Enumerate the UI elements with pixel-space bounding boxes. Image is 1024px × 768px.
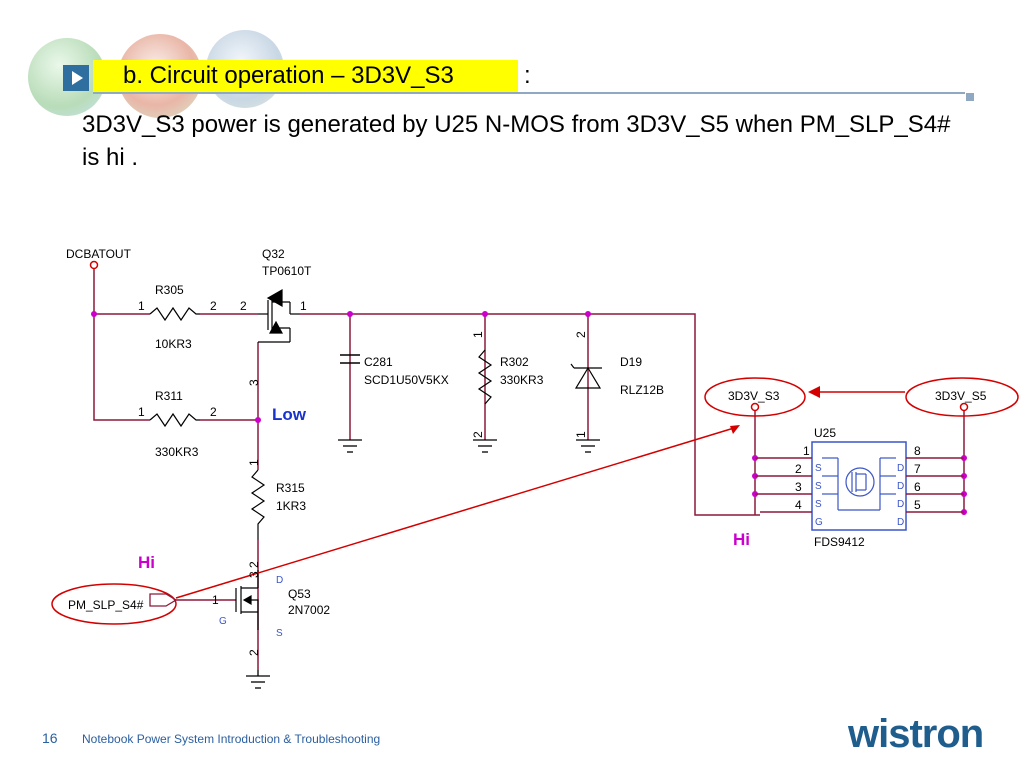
pm-slp-port <box>149 593 178 607</box>
label-r302-val: 330KR3 <box>500 373 544 387</box>
pin-u25-5: 5 <box>914 498 921 512</box>
label-q32-ref: Q32 <box>262 247 285 261</box>
pin-r305-2: 2 <box>210 299 217 313</box>
title-rule-square <box>966 93 974 101</box>
label-r305-ref: R305 <box>155 283 184 297</box>
label-q53-s: S <box>276 628 283 639</box>
u25-pin-letter-l-2: S <box>815 463 822 474</box>
u25-pin-letter-l-4: S <box>815 499 822 510</box>
play-icon <box>63 65 89 91</box>
resistor-r311 <box>149 412 200 428</box>
label-r315-val: 1KR3 <box>276 499 306 513</box>
net-ports <box>89 260 969 412</box>
label-c281-val: SCD1U50V5KX <box>364 373 449 387</box>
u25-pin-letter-l-g: G <box>815 517 823 528</box>
wires <box>93 268 965 670</box>
pin-q53-3: 3 <box>247 571 261 578</box>
pmos-q32 <box>258 288 300 343</box>
label-r302-ref: R302 <box>500 355 529 369</box>
arrowhead-to-s3 <box>808 386 820 398</box>
u25-pin-letter-r-5: D <box>897 499 904 510</box>
label-dcbatout: DCBATOUT <box>66 247 132 261</box>
pin-r315-2: 2 <box>247 561 261 568</box>
pin-r302-1: 1 <box>471 331 485 338</box>
arrowhead-to-u25 <box>730 425 740 434</box>
title-rule <box>93 92 965 94</box>
u25-pin-letter-r-7: D <box>897 463 904 474</box>
pin-q32-3: 3 <box>247 379 261 386</box>
pin-d19-2: 2 <box>574 331 588 338</box>
pin-u25-6: 6 <box>914 480 921 494</box>
ic-u25 <box>755 441 964 531</box>
pin-u25-8: 8 <box>914 444 921 458</box>
label-r311-val: 330KR3 <box>155 445 199 459</box>
slide-title-suffix: : <box>524 62 531 89</box>
slide-body-text: 3D3V_S3 power is generated by U25 N-MOS … <box>82 111 951 171</box>
pin-r302-2: 2 <box>471 431 485 438</box>
page-number: 16 <box>42 730 58 746</box>
annotations <box>51 377 1019 625</box>
resistor-r315 <box>250 469 266 540</box>
label-q53-ref: Q53 <box>288 587 311 601</box>
label-q53-d: D <box>276 575 283 586</box>
wistron-logo: wistron <box>848 712 984 756</box>
label-d19-ref: D19 <box>620 355 642 369</box>
pin-r305-1: 1 <box>138 299 145 313</box>
resistor-r302 <box>477 349 493 405</box>
pin-u25-2: 2 <box>795 462 802 476</box>
slide-title: b. Circuit operation – 3D3V_S3 <box>93 60 518 92</box>
pin-u25-7: 7 <box>914 462 921 476</box>
pin-q53-2: 2 <box>247 649 261 656</box>
label-r305-val: 10KR3 <box>155 337 192 351</box>
pin-q53-1: 1 <box>212 593 219 607</box>
resistor-r305 <box>149 306 200 322</box>
zener-d19 <box>570 363 602 389</box>
pin-u25-3: 3 <box>795 480 802 494</box>
footer-text: Notebook Power System Introduction & Tro… <box>82 732 381 746</box>
label-hi-right: Hi <box>733 530 750 549</box>
label-pm-slp: PM_SLP_S4# <box>68 598 144 612</box>
label-u25-ref: U25 <box>814 426 836 440</box>
pin-u25-1: 1 <box>803 444 810 458</box>
u25-pin-letter-r-d: D <box>897 517 904 528</box>
pin-r311-2: 2 <box>210 405 217 419</box>
label-c281-ref: C281 <box>364 355 393 369</box>
label-u25-part: FDS9412 <box>814 535 865 549</box>
pin-u25-4: 4 <box>795 498 802 512</box>
junction-dots <box>91 311 967 515</box>
label-net-s5: 3D3V_S5 <box>935 389 987 403</box>
u25-pin-letter-r-6: D <box>897 481 904 492</box>
pin-r315-1: 1 <box>247 459 261 466</box>
label-q32-part: TP0610T <box>262 264 312 278</box>
pin-d19-1: 1 <box>574 431 588 438</box>
label-q53-g: G <box>219 616 227 627</box>
nmos-q53 <box>235 570 259 630</box>
pin-q32-2: 2 <box>240 299 247 313</box>
u25-pin-letter-l-3: S <box>815 481 822 492</box>
pin-q32-1: 1 <box>300 299 307 313</box>
capacitor-c281 <box>340 354 360 364</box>
label-r315-ref: R315 <box>276 481 305 495</box>
label-net-s3: 3D3V_S3 <box>728 389 780 403</box>
label-r311-ref: R311 <box>155 389 183 403</box>
label-low: Low <box>272 405 307 424</box>
label-hi-left: Hi <box>138 553 155 572</box>
ground-symbols <box>246 439 600 689</box>
label-d19-part: RLZ12B <box>620 383 664 397</box>
label-q53-part: 2N7002 <box>288 603 330 617</box>
pin-r311-1: 1 <box>138 405 145 419</box>
